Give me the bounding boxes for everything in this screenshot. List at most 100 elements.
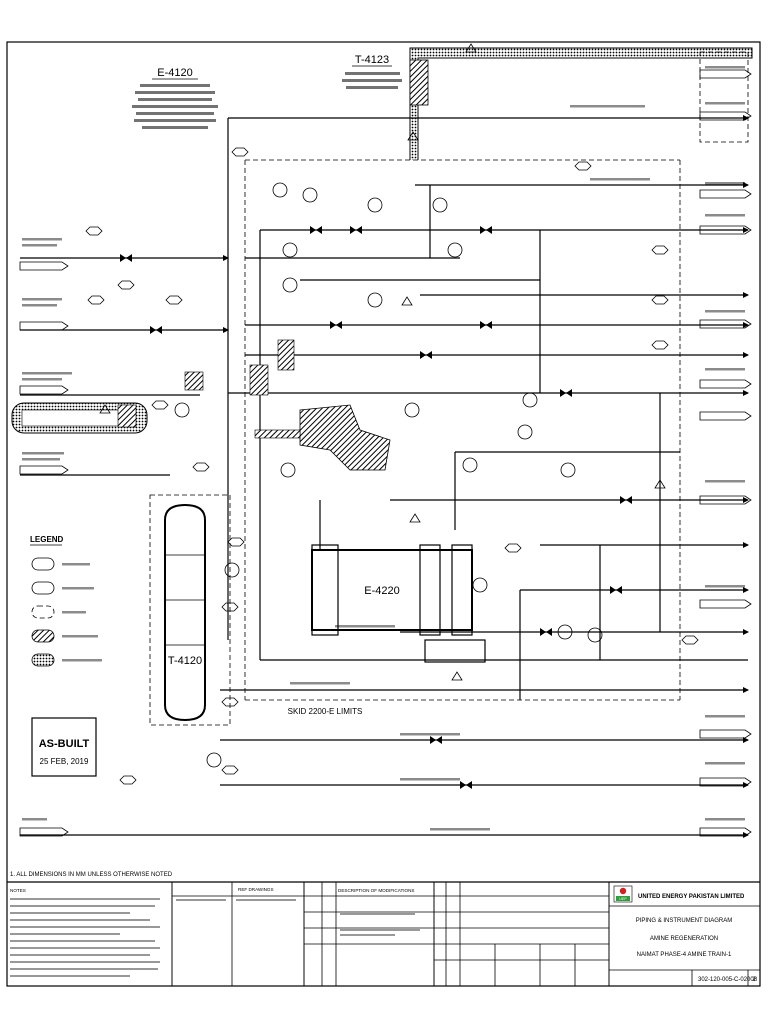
company-logo: UEP: [613, 885, 633, 903]
legend-symbol-2: [31, 581, 55, 595]
exchanger-e4220-tag: E-4220: [364, 585, 399, 597]
note-hexagon-icon: [165, 295, 183, 305]
off-sheet-connectors: [19, 69, 752, 837]
instrument-bubble-icon: [432, 197, 448, 213]
off-sheet-connector-icon: [699, 411, 752, 421]
instrument-bubble-icon: [404, 402, 420, 418]
off-sheet-connector-icon: [699, 225, 752, 235]
revision-triangle-icon: [654, 479, 666, 489]
legend-symbol-3: [31, 605, 55, 619]
column-t4120: T-4120: [149, 494, 231, 726]
valve-icon: [560, 389, 572, 397]
instrument-bubble-icon: [447, 242, 463, 258]
insulation-patch: [254, 404, 391, 471]
note-hexagon-icon: [227, 537, 245, 547]
instrument-bubble-icon: [517, 424, 533, 440]
valve-icon: [310, 226, 322, 234]
revision-triangles: [99, 43, 666, 681]
exchanger-e4220: E-4220: [311, 544, 486, 663]
note-hexagon-icon: [85, 226, 103, 236]
revision-triangle-icon: [407, 131, 419, 141]
title-line-1: AMINE REGENERATION: [650, 936, 718, 942]
note-hexagon-icon: [221, 765, 239, 775]
drawing-border: [6, 41, 761, 987]
note-hexagon-icon: [651, 245, 669, 255]
logo-text: UEP: [619, 897, 627, 901]
note-hexagon-icon: [651, 295, 669, 305]
instrument-bubble-icon: [174, 402, 190, 418]
tank-t4123-tag: T-4123: [355, 54, 389, 66]
note-hexagon-icon: [87, 295, 105, 305]
instrument-bubble-icon: [282, 242, 298, 258]
top-insulated-line: [409, 47, 753, 160]
instrument-bubble-icon: [367, 197, 383, 213]
instrument-bubble-icon: [272, 182, 288, 198]
valve-icon: [460, 781, 472, 789]
valve-icon: [540, 628, 552, 636]
off-sheet-connector-icon: [19, 385, 69, 395]
legend-symbol-5: [31, 653, 55, 667]
instrument-bubbles: [174, 182, 603, 768]
note-hexagon-icon: [221, 697, 239, 707]
exchanger-e4120-header: E-4120: [132, 67, 218, 129]
off-sheet-connector-icon: [19, 827, 69, 837]
revision-triangle-icon: [465, 43, 477, 53]
valve-icon: [430, 736, 442, 744]
note-hexagon-icon: [151, 400, 169, 410]
legend-symbol-4: [31, 629, 55, 643]
off-sheet-connector-icon: [19, 465, 69, 475]
valve-icon: [150, 326, 162, 334]
notes-header: NOTES: [10, 888, 26, 893]
exchanger-e4120-tag: E-4120: [157, 67, 192, 79]
instrument-bubble-icon: [224, 562, 240, 578]
off-sheet-connector-icon: [19, 261, 69, 271]
general-note: 1. ALL DIMENSIONS IN MM UNLESS OTHERWISE…: [10, 872, 173, 878]
ref-drawings-header: REF DRAWINGS: [238, 887, 274, 892]
valve-icon: [350, 226, 362, 234]
skid-limits-label: SKID 2200-E LIMITS: [288, 707, 363, 716]
instrument-bubble-icon: [462, 457, 478, 473]
line-tag-marks: [22, 66, 745, 831]
tank-t4123-header: T-4123: [342, 54, 402, 89]
off-sheet-connector-icon: [699, 827, 752, 837]
instrument-bubble-icon: [282, 277, 298, 293]
legend-symbol-1: [31, 557, 55, 571]
left-insulated-lines: [11, 339, 295, 434]
company-name: UNITED ENERGY PAKISTAN LIMITED: [638, 894, 745, 900]
legend: LEGEND: [30, 535, 102, 667]
valve-icon: [330, 321, 342, 329]
valve-icon: [120, 254, 132, 262]
note-hexagon-icon: [192, 462, 210, 472]
off-sheet-connector-icon: [699, 599, 752, 609]
title-line-2: NAIMAT PHASE-4 AMINE TRAIN-1: [637, 952, 732, 958]
sheet-number: 2: [752, 977, 756, 983]
legend-title: LEGEND: [30, 535, 64, 544]
off-sheet-connector-icon: [699, 111, 752, 121]
off-sheet-connector-icon: [699, 777, 752, 787]
off-sheet-connector-icon: [699, 729, 752, 739]
valve-icon: [420, 351, 432, 359]
valve-icon: [480, 321, 492, 329]
valve-icon: [480, 226, 492, 234]
off-sheet-connector-icon: [699, 319, 752, 329]
note-hexagon-icon: [681, 635, 699, 645]
note-hexagon-icon: [221, 602, 239, 612]
process-lines: [20, 115, 749, 838]
revision-triangle-icon: [99, 404, 111, 414]
note-hexagon-icon: [231, 147, 249, 157]
note-hexagon-icon: [117, 280, 135, 290]
off-sheet-connector-icon: [19, 321, 69, 331]
drawing-number: 302-120-005-C-02008: [698, 977, 758, 983]
instrument-bubble-icon: [557, 624, 573, 640]
off-sheet-connector-icon: [699, 189, 752, 199]
note-hexagons: [85, 147, 699, 785]
instrument-bubble-icon: [367, 292, 383, 308]
valve-icon: [610, 586, 622, 594]
note-hexagon-icon: [651, 340, 669, 350]
note-hexagon-icon: [574, 161, 592, 171]
note-hexagon-icon: [119, 775, 137, 785]
note-hexagon-icon: [504, 543, 522, 553]
instrument-bubble-icon: [302, 187, 318, 203]
as-built-stamp: AS-BUILT 25 FEB, 2019: [31, 717, 97, 777]
